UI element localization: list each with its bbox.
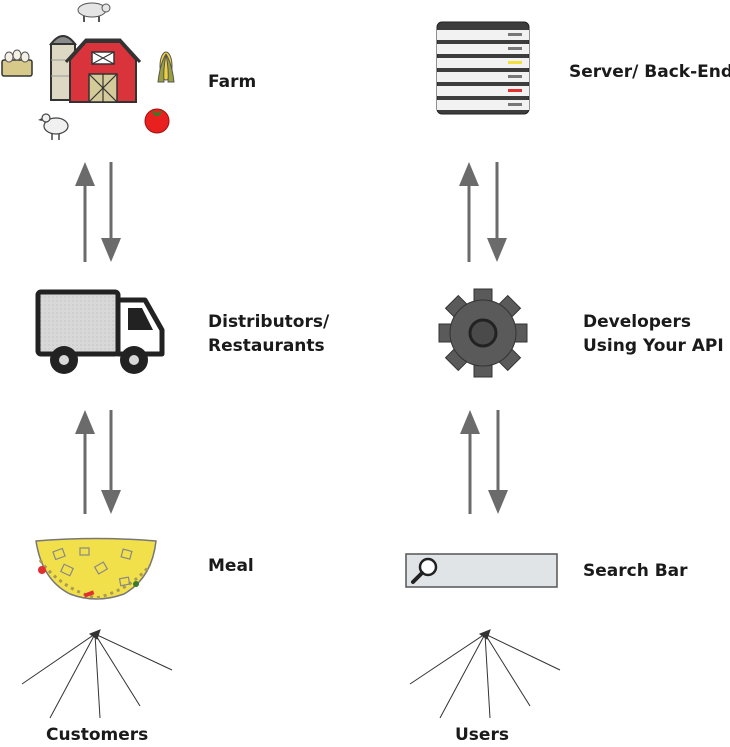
egg-basket-icon — [1, 49, 33, 77]
gear-icon — [438, 288, 528, 378]
distributors-label-line2: Restaurants — [208, 336, 325, 356]
customers-label-text: Customers — [46, 725, 149, 745]
users-fan-lines — [409, 629, 561, 719]
arrow-down-server-to-api — [487, 162, 507, 262]
distributors-label: Distributors/ Restaurants — [208, 310, 329, 358]
developers-label: Developers Using Your API — [583, 310, 724, 358]
meal-label: Meal — [208, 554, 254, 578]
corn-icon — [157, 51, 175, 83]
customers-label: Customers — [46, 723, 148, 747]
chicken-icon — [38, 113, 69, 140]
developers-label-line2: Using Your API — [583, 336, 724, 356]
arrow-up-api-to-server — [459, 162, 479, 262]
arrow-up-meal-to-truck — [75, 410, 95, 514]
search-bar-icon — [405, 553, 558, 588]
farm-label-text: Farm — [208, 72, 257, 92]
arrow-up-search-to-api — [460, 410, 480, 514]
barn-icon — [64, 38, 142, 103]
truck-icon — [35, 289, 165, 374]
meal-icon — [35, 537, 157, 600]
users-label-text: Users — [455, 725, 509, 745]
pig-icon — [77, 2, 111, 22]
arrow-down-truck-to-meal — [101, 410, 121, 514]
farm-label: Farm — [208, 70, 256, 94]
search-bar-label: Search Bar — [583, 559, 688, 583]
developers-label-line1: Developers — [583, 312, 691, 332]
search-bar-label-text: Search Bar — [583, 561, 688, 581]
customers-fan-lines — [21, 629, 173, 719]
server-label-text: Server/ Back-End — [569, 62, 730, 82]
server-icon — [436, 21, 530, 115]
flow-arrows — [75, 162, 508, 514]
arrow-down-api-to-search — [488, 410, 508, 514]
arrow-down-farm-to-truck — [101, 162, 121, 262]
farm-icon — [1, 2, 175, 140]
magnifier-icon — [411, 557, 438, 584]
arrow-up-truck-to-farm — [75, 162, 95, 262]
tomato-icon — [144, 108, 170, 134]
users-label: Users — [455, 723, 509, 747]
meal-label-text: Meal — [208, 556, 254, 576]
server-label: Server/ Back-End — [569, 60, 730, 84]
distributors-label-line1: Distributors/ — [208, 312, 330, 332]
